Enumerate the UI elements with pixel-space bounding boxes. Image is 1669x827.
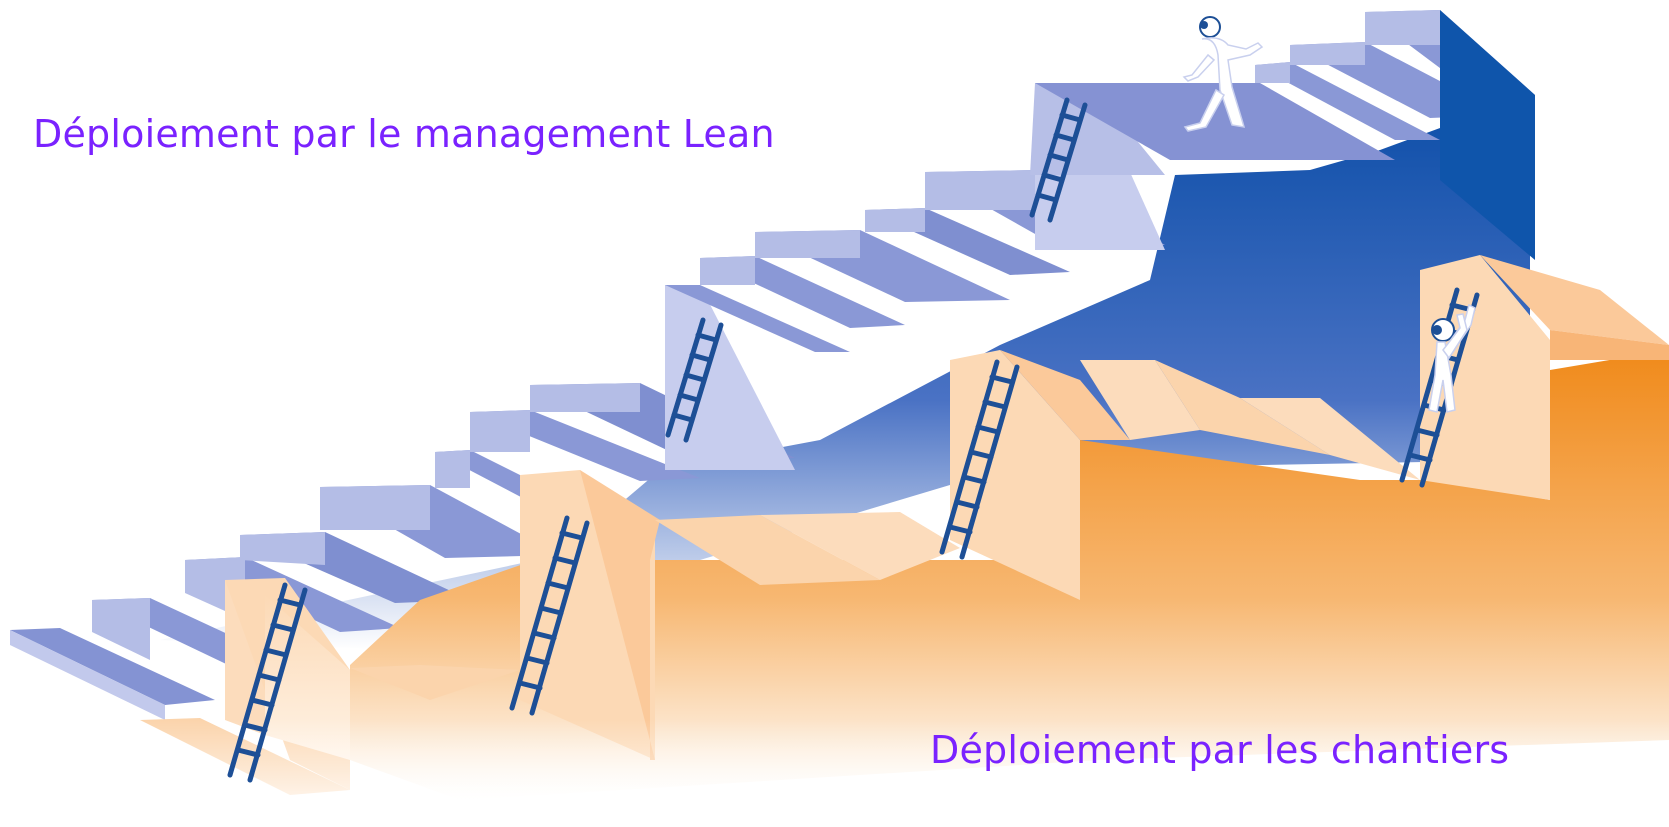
ladder-5	[1029, 97, 1088, 223]
ladder-2	[509, 515, 590, 716]
walking-person-icon	[1182, 16, 1264, 132]
orange-staircase	[0, 255, 1669, 827]
ladder-3	[665, 317, 724, 443]
orange-wall	[350, 350, 1669, 800]
ladder-1	[227, 582, 308, 783]
ladder-4	[939, 359, 1020, 560]
climbing-person-icon	[1428, 303, 1476, 413]
management-lean-caption: Déploiement par le management Lean	[33, 112, 775, 156]
blue-wall	[160, 95, 1530, 650]
chantiers-caption: Déploiement par les chantiers	[930, 728, 1510, 772]
